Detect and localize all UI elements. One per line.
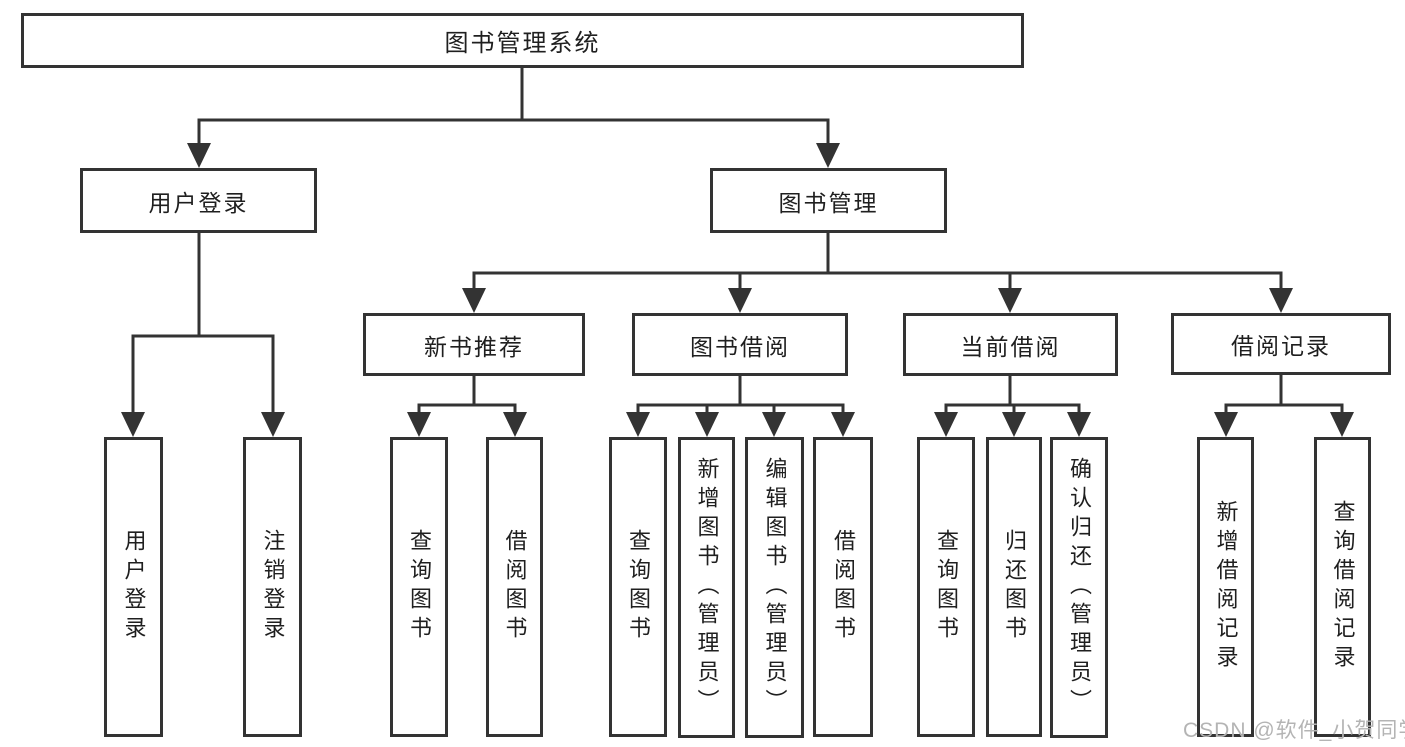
leaf-return-book: 归还图书 [986,437,1042,737]
leaf-user-login: 用户登录 [104,437,163,737]
leaf-query-books-recommend: 查询图书 [390,437,448,737]
leaf-query-books-current: 查询图书 [917,437,975,737]
leaf-add-borrow-record: 新增借阅记录 [1197,437,1254,737]
leaf-borrow-books-recommend: 借阅图书 [486,437,543,737]
node-borrowing-records: 借阅记录 [1171,313,1391,375]
node-user-login: 用户登录 [80,168,317,233]
node-current-borrowing: 当前借阅 [903,313,1118,376]
leaf-borrow-books: 借阅图书 [813,437,873,737]
node-book-management: 图书管理 [710,168,947,233]
leaf-query-books-borrow: 查询图书 [609,437,667,737]
leaf-edit-book-admin: 编辑图书（管理员） [745,437,804,738]
leaf-query-borrow-record: 查询借阅记录 [1314,437,1371,737]
leaf-confirm-return-admin: 确认归还（管理员） [1050,437,1108,738]
leaf-logout: 注销登录 [243,437,302,737]
leaf-add-book-admin: 新增图书（管理员） [678,437,735,738]
node-new-book-recommendation: 新书推荐 [363,313,585,376]
node-book-borrowing: 图书借阅 [632,313,848,376]
csdn-watermark: CSDN @软件_小贺同学 [1183,719,1405,742]
node-library-management-system: 图书管理系统 [21,13,1024,68]
